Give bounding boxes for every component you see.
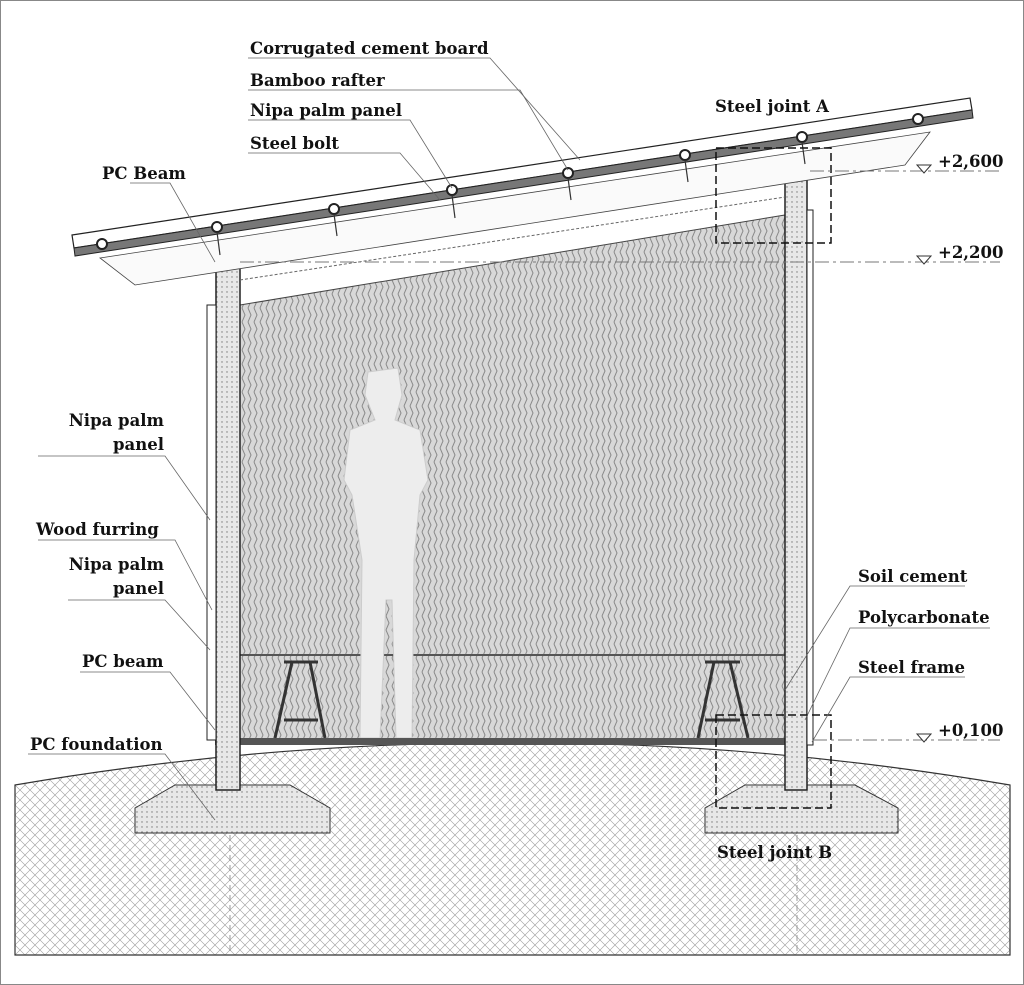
- label-steel-frame: Steel frame: [858, 658, 965, 677]
- label-bamboo-rafter: Bamboo rafter: [250, 71, 385, 90]
- label-steel-bolt: Steel bolt: [250, 134, 339, 153]
- steel-joint-b-box: [715, 714, 832, 809]
- label-wood-furring: Wood furring: [35, 520, 159, 539]
- elevation-marker-icon: [915, 164, 933, 174]
- elevation-top: +2,600: [938, 152, 1004, 171]
- elevation-floor: +0,100: [938, 721, 1004, 740]
- label-nipa-palm-panel-roof: Nipa palm panel: [250, 101, 402, 120]
- label-corrugated-cement-board: Corrugated cement board: [250, 39, 489, 58]
- label-steel-joint-b: Steel joint B: [717, 843, 832, 862]
- label-pc-beam-bottom: PC beam: [82, 652, 164, 671]
- human-figure: [343, 367, 429, 739]
- label-nipa-palm-wall-2: Nipa palm: [69, 555, 165, 574]
- sawhorse-right: [696, 660, 750, 739]
- sawhorse-left: [273, 660, 327, 739]
- roof-nipa-panel: [73, 109, 974, 257]
- steel-bolts: [216, 141, 806, 256]
- roof-underside: [99, 131, 931, 286]
- elevation-marker-icon: [915, 733, 933, 743]
- steel-joint-a-box: [715, 147, 832, 244]
- nipa-palm-wall: [239, 214, 786, 741]
- label-nipa-palm-wall-1-line2: panel: [113, 435, 164, 454]
- label-pc-beam-top: PC Beam: [102, 164, 186, 183]
- steel-frame-right: [806, 209, 814, 746]
- bamboo-rafters: [96, 113, 924, 250]
- label-soil-cement: Soil cement: [858, 567, 968, 586]
- elevation-marker-icon: [915, 255, 933, 265]
- label-polycarbonate: Polycarbonate: [858, 608, 990, 627]
- floor-slab: [215, 738, 810, 745]
- left-wall-layers: [206, 304, 217, 741]
- pc-column-left: [215, 261, 241, 791]
- elevation-eave: +2,200: [938, 243, 1004, 262]
- pc-foundation-left: [134, 784, 331, 834]
- label-nipa-palm-wall-1: Nipa palm: [69, 411, 165, 430]
- label-nipa-palm-wall-2-line2: panel: [113, 579, 164, 598]
- label-steel-joint-a: Steel joint A: [715, 97, 829, 116]
- pc-column-right: [784, 172, 808, 791]
- ground-soil: [14, 741, 1011, 956]
- pc-foundation-right: [704, 784, 899, 834]
- label-pc-foundation: PC foundation: [30, 735, 163, 754]
